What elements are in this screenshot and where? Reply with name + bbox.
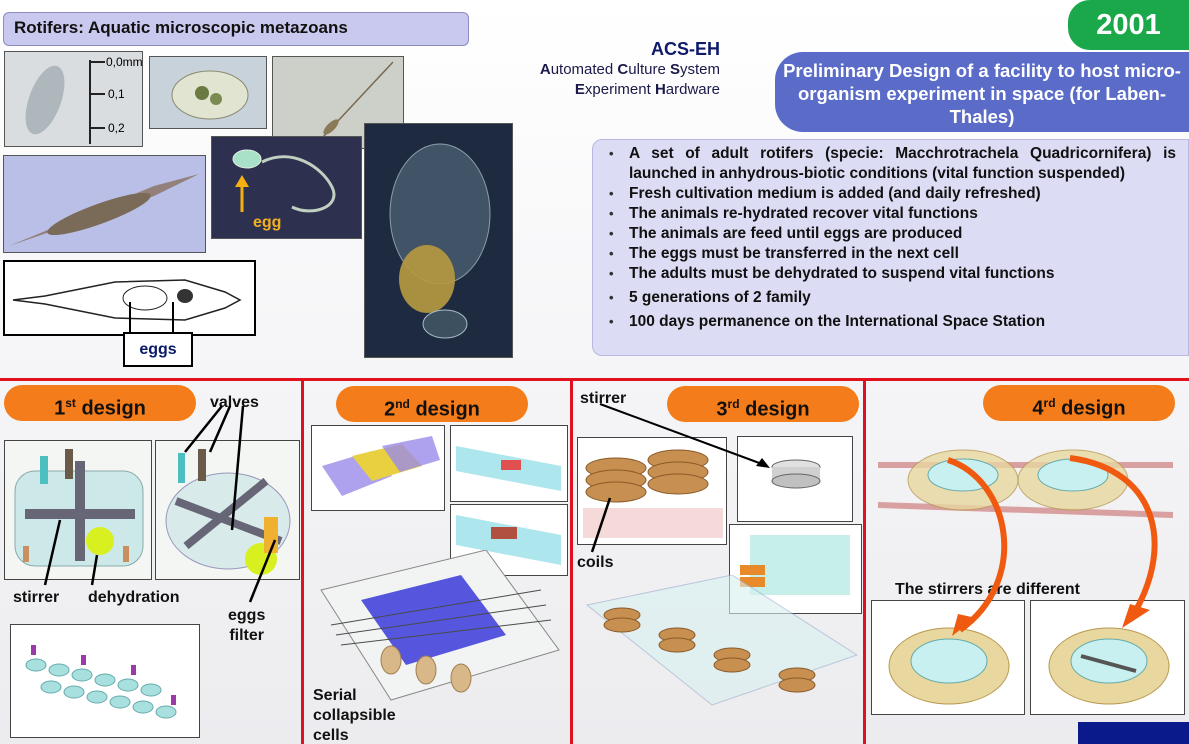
design-3-coils-render	[577, 437, 727, 545]
rotifer-photo-large	[364, 123, 513, 358]
design-1-render-b	[155, 440, 300, 580]
bullet-item: Fresh cultivation medium is added (and d…	[607, 184, 1176, 204]
bullet-item: The adults must be dehydrated to suspend…	[607, 264, 1176, 284]
rotifer-photo-scale: 0,0mm 0,1 0,2	[4, 51, 143, 147]
design-1-render-a	[4, 440, 152, 580]
rotifer-photo-2	[149, 56, 267, 129]
year-badge: 2001	[1068, 0, 1189, 50]
design-4-label: 4rd design	[983, 385, 1175, 421]
experiment-bullets: A set of adult rotifers (specie: Macchro…	[592, 139, 1189, 356]
bullet-item: The animals are feed until eggs are prod…	[607, 224, 1176, 244]
design-3-array-render	[582, 574, 862, 735]
acs-line-2: Experiment Hardware	[574, 81, 720, 98]
design-2-label: 2nd design	[336, 386, 528, 422]
design-3-stirrer-render	[737, 436, 853, 522]
preliminary-design-banner: Preliminary Design of a facility to host…	[775, 52, 1189, 132]
panel-divider	[301, 378, 304, 744]
panel-divider	[570, 378, 573, 744]
coils-label: coils	[577, 554, 614, 571]
design-3-stirrer-arrow	[590, 403, 770, 553]
acs-title: ACS-EH	[650, 39, 720, 59]
design-3-label: 3rd design	[667, 386, 859, 422]
page-title: Rotifers: Aquatic microscopic metazoans	[3, 12, 469, 46]
egg-label: egg	[253, 214, 282, 231]
design-2-render-b	[450, 425, 568, 502]
design-1-array-render	[10, 624, 200, 738]
eggs-label: eggs	[123, 332, 193, 367]
design-4-orange-arrows	[947, 455, 1158, 636]
scale-label: 0,0mm	[106, 55, 143, 69]
acs-line-1: Automated Culture System	[539, 61, 720, 78]
bullet-item: The animals re-hydrated recover vital fu…	[607, 204, 1176, 224]
dehydration-label: dehydration	[88, 589, 180, 606]
scale-label: 0,2	[108, 121, 125, 135]
bullet-item: 100 days permanence on the International…	[607, 312, 1176, 332]
stirrer-label: stirrer	[13, 589, 60, 606]
footer-block	[1078, 722, 1189, 744]
bullet-item: A set of adult rotifers (specie: Macchro…	[607, 144, 1176, 184]
rotifer-photo-long	[3, 155, 206, 253]
stirrer-label-3: stirrer	[580, 390, 627, 407]
design-2-collapsible-render	[311, 549, 561, 710]
design-1-arrows	[43, 405, 277, 603]
design-4-stirrer-render-b	[1030, 600, 1185, 715]
rotifer-drawing	[3, 260, 256, 336]
rotifer-photo-egg	[211, 136, 362, 239]
panel-divider	[863, 378, 866, 744]
panel-divider-top	[0, 378, 1189, 381]
acs-eh-heading: ACS-EH Automated Culture System Experime…	[470, 38, 720, 100]
design-2-render-a	[311, 425, 445, 511]
bullet-item: 5 generations of 2 family	[607, 288, 1176, 308]
stirrers-different-label: The stirrers are different	[895, 581, 1080, 598]
design-1-label: 1st design	[4, 385, 196, 421]
scale-label: 0,1	[108, 87, 125, 101]
bullet-item: The eggs must be transferred in the next…	[607, 244, 1176, 264]
design-4-stirrer-render-a	[871, 600, 1025, 715]
